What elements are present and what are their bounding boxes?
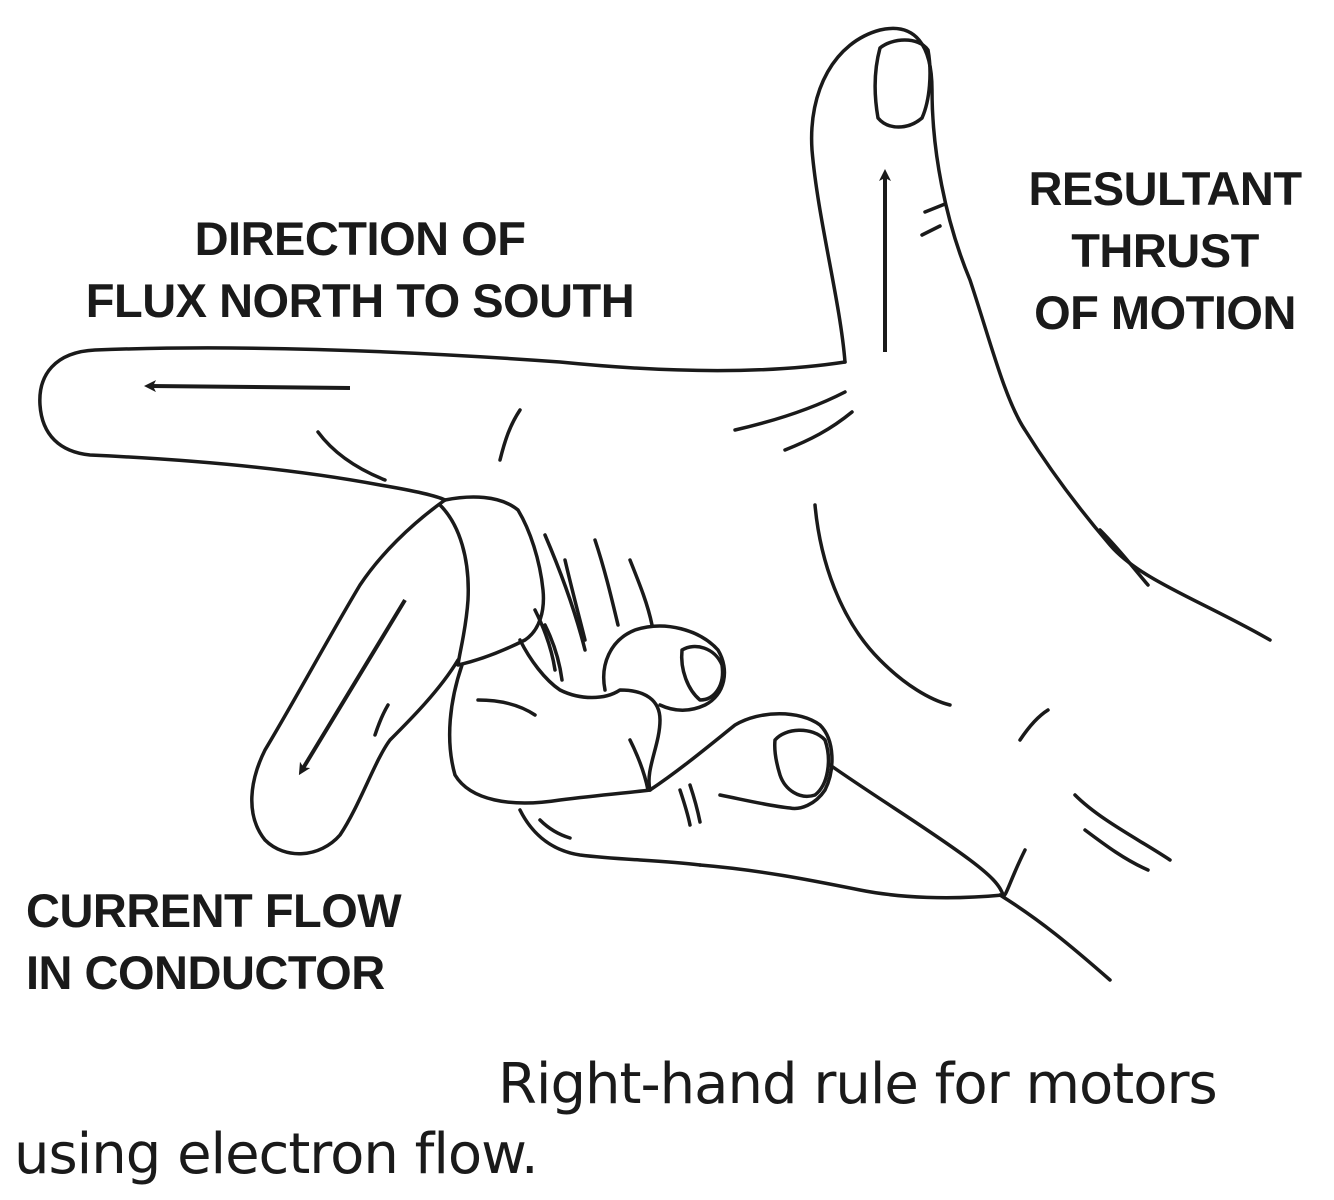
curled-finger-line-3 (593, 538, 620, 627)
current-flow-label: CURRENT FLOW IN CONDUCTOR (26, 880, 402, 1004)
current-arrow (298, 598, 407, 776)
wrist-crease-2 (1073, 793, 1172, 862)
flux-label-line-2: FLUX NORTH TO SOUTH (85, 274, 635, 327)
curled-finger-line-5 (533, 608, 557, 672)
wrist-crease-3 (1083, 828, 1150, 872)
thumb-crease-2 (920, 224, 942, 237)
ring-fingernail (679, 644, 725, 702)
curled-finger-line-4 (628, 558, 654, 627)
ring-finger-outline (518, 638, 662, 792)
caption-line-2: using electron flow. (14, 1122, 539, 1187)
index-finger-outline (38, 346, 847, 502)
thrust-label-line-1: RESULTANT (1028, 162, 1302, 215)
curled-finger-line-2 (563, 558, 587, 642)
thrust-label: RESULTANT THRUST OF MOTION (1000, 158, 1330, 344)
curled-finger-line-1 (543, 533, 587, 652)
pinky-fingernail (773, 728, 831, 798)
curled-knuckle-3 (688, 783, 702, 824)
hand-bottom-outline (698, 763, 1005, 900)
hand-side-line (1018, 708, 1050, 742)
curled-knuckle-1 (628, 738, 650, 792)
middle-finger-outline (250, 498, 460, 856)
thumb-crease-1 (923, 202, 947, 214)
knuckle-lines-1 (1001, 848, 1027, 898)
curled-finger-bottom-crease (538, 818, 572, 840)
thrust-label-line-3: OF MOTION (1034, 286, 1296, 339)
middle-finger-back (438, 495, 546, 667)
curled-knuckle-2 (678, 788, 692, 827)
thumb-outline (809, 26, 1272, 642)
index-finger-crease (316, 430, 387, 482)
pinky-finger-outline (518, 808, 702, 867)
palm-line (813, 503, 952, 707)
middle-finger-crease (373, 703, 390, 737)
wrist-line-bottom (998, 893, 1112, 982)
ring-finger-tip (602, 624, 727, 712)
current-label-line-2: IN CONDUCTOR (26, 946, 385, 999)
current-label-line-1: CURRENT FLOW (26, 884, 402, 937)
curled-finger-line-6 (543, 623, 564, 682)
thumbnail (873, 38, 932, 129)
thumb-joint-crease-2 (783, 410, 854, 452)
flux-direction-label: DIRECTION OF FLUX NORTH TO SOUTH (40, 208, 680, 332)
ring-finger-fold (447, 663, 652, 805)
index-knuckle-line (498, 408, 522, 462)
wrist-crease-1 (1098, 528, 1150, 587)
flux-arrow (144, 380, 351, 393)
caption-line-1: Right-hand rule for motors (498, 1052, 1218, 1117)
flux-label-line-1: DIRECTION OF (194, 212, 526, 265)
pinky-finger-top (648, 712, 834, 811)
finger-join-line (476, 698, 537, 717)
thrust-label-line-2: THRUST (1071, 224, 1259, 277)
thumb-joint-crease (733, 390, 847, 432)
